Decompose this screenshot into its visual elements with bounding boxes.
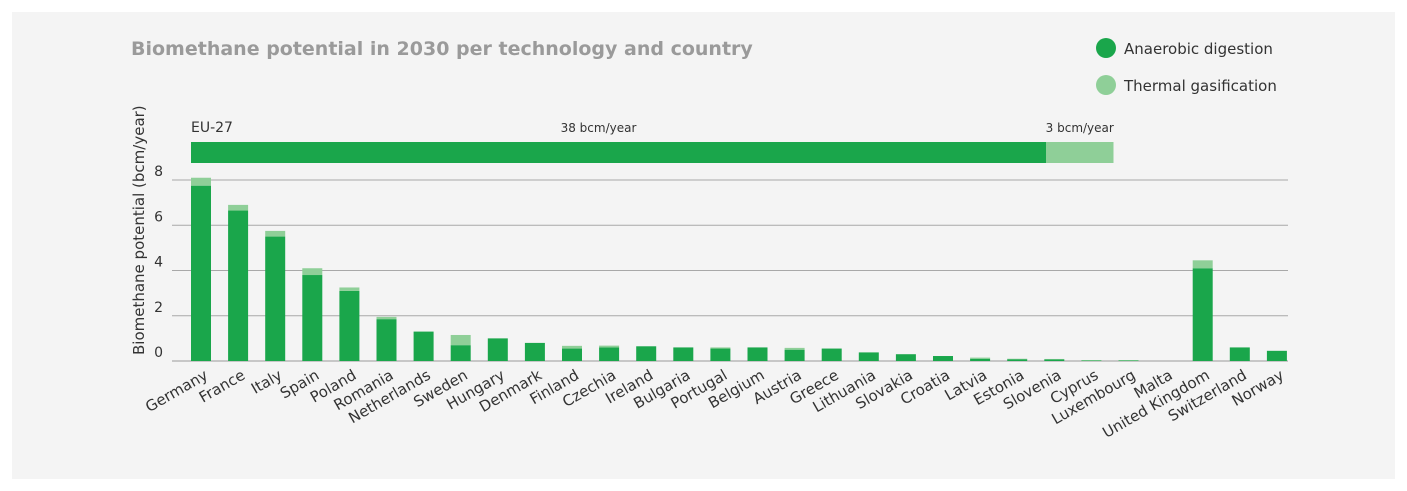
bars — [191, 177, 1287, 361]
bar-thermal-gasification — [970, 357, 991, 359]
legend-swatch-thermal — [1096, 75, 1116, 95]
grid: 0 2 4 6 8 — [154, 164, 1288, 362]
bar-anaerobic-digestion — [413, 331, 434, 361]
y-tick-label: 8 — [154, 164, 163, 180]
bar-anaerobic-digestion — [1007, 359, 1028, 361]
bar-anaerobic-digestion — [228, 210, 249, 361]
bar-thermal-gasification — [265, 230, 286, 237]
bar-thermal-gasification — [784, 347, 805, 350]
bar-thermal-gasification — [339, 287, 360, 291]
bar-anaerobic-digestion — [1266, 350, 1287, 361]
y-tick-label: 2 — [154, 300, 163, 316]
bar-thermal-gasification — [191, 177, 211, 186]
bar-anaerobic-digestion — [1229, 347, 1250, 361]
bar-thermal-gasification — [1192, 260, 1213, 269]
bar-anaerobic-digestion — [599, 347, 620, 361]
bar-anaerobic-digestion — [673, 347, 694, 361]
legend-label-anaerobic: Anaerobic digestion — [1124, 40, 1273, 58]
eu-total-label: EU-27 — [191, 120, 233, 136]
bar-anaerobic-digestion — [821, 348, 842, 361]
legend-label-thermal: Thermal gasification — [1123, 77, 1277, 95]
bar-thermal-gasification — [450, 334, 471, 346]
bar-anaerobic-digestion — [1044, 359, 1065, 361]
y-axis-label: Biomethane potential (bcm/year) — [130, 105, 148, 355]
y-tick-label: 4 — [154, 255, 163, 271]
eu-segment-label: 38 bcm/year — [561, 121, 637, 135]
y-tick-label: 6 — [154, 209, 163, 225]
bar-anaerobic-digestion — [858, 352, 879, 361]
bar-anaerobic-digestion — [191, 185, 211, 361]
eu-segment-anaerobic — [191, 142, 1046, 163]
bar-anaerobic-digestion — [747, 347, 768, 361]
bar-anaerobic-digestion — [710, 348, 731, 361]
bar-thermal-gasification — [599, 345, 620, 348]
legend-swatch-anaerobic — [1096, 38, 1116, 58]
bar-anaerobic-digestion — [487, 338, 508, 361]
bar-anaerobic-digestion — [376, 319, 397, 361]
bar-anaerobic-digestion — [1192, 268, 1213, 361]
bar-anaerobic-digestion — [265, 236, 286, 361]
eu-segment-thermal — [1046, 142, 1114, 163]
bar-anaerobic-digestion — [450, 345, 471, 361]
bar-anaerobic-digestion — [784, 349, 805, 361]
y-tick-label: 0 — [154, 345, 163, 361]
bar-anaerobic-digestion — [302, 275, 323, 361]
bar-thermal-gasification — [562, 345, 582, 349]
chart-title: Biomethane potential in 2030 per technol… — [131, 38, 753, 60]
eu-total-bar: EU-27 38 bcm/year 3 bcm/year — [191, 120, 1114, 163]
bar-anaerobic-digestion — [339, 290, 360, 361]
bar-thermal-gasification — [302, 268, 323, 276]
eu-segment-label: 3 bcm/year — [1046, 121, 1114, 135]
bar-anaerobic-digestion — [970, 358, 991, 361]
bar-anaerobic-digestion — [524, 342, 545, 361]
legend: Anaerobic digestion Thermal gasification — [1096, 38, 1277, 95]
bar-thermal-gasification — [710, 347, 731, 349]
bar-anaerobic-digestion — [562, 348, 582, 361]
bar-thermal-gasification — [228, 204, 249, 211]
bar-anaerobic-digestion — [895, 354, 916, 361]
bar-thermal-gasification — [376, 316, 397, 320]
bar-anaerobic-digestion — [636, 346, 657, 361]
bar-anaerobic-digestion — [933, 356, 953, 361]
